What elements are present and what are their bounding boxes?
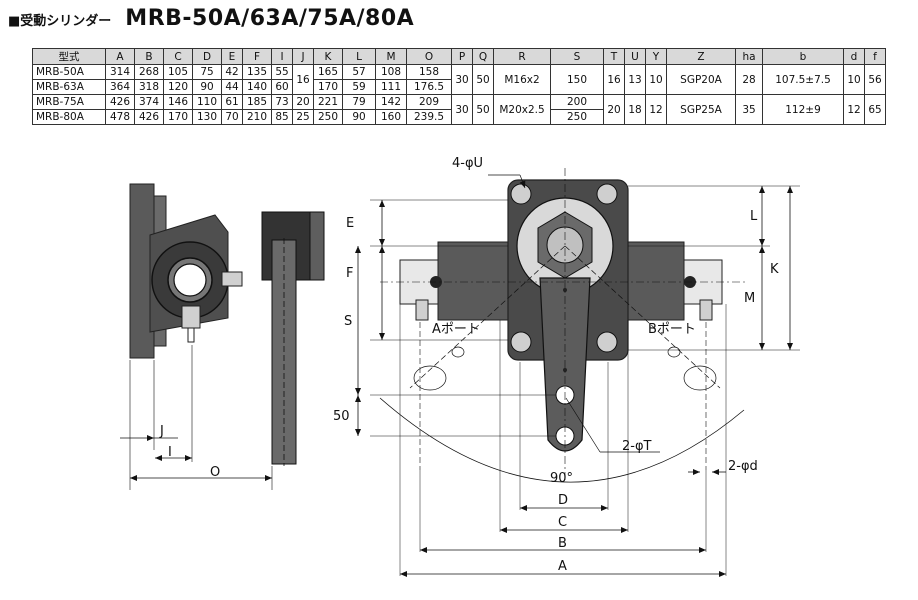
- label-dim-k: K: [770, 262, 779, 277]
- cell-y: 12: [645, 94, 667, 125]
- label-dim-e: E: [346, 216, 354, 231]
- front-view: [355, 168, 800, 577]
- label-dim-m: M: [744, 291, 755, 306]
- col-model: 型式: [32, 48, 106, 65]
- cell-c: 120: [163, 79, 193, 95]
- cell-p: 30: [451, 94, 473, 125]
- cell-o: 176.5: [406, 79, 452, 95]
- front-cylinder: [399, 241, 723, 321]
- table-row: MRB-80A 478 426 170 130 70 210 85 25 250…: [32, 109, 886, 125]
- label-dim-l: L: [750, 209, 758, 224]
- col-c: C: [163, 48, 193, 65]
- label-holes-d: 2-φd: [728, 459, 758, 474]
- side-dimensions: [120, 345, 273, 490]
- cell-f-lower: 56: [864, 64, 886, 95]
- label-dim-b: B: [558, 536, 567, 551]
- label-dim-50: 50: [333, 409, 350, 424]
- label-holes-t: 2-φT: [622, 439, 652, 454]
- cell-i: 60: [271, 79, 293, 95]
- col-d: D: [192, 48, 222, 65]
- cell-f: 210: [242, 109, 272, 125]
- cell-f: 185: [242, 94, 272, 110]
- title-row: ■受動シリンダー MRB-50A/63A/75A/80A: [8, 6, 414, 40]
- side-view: [120, 183, 325, 490]
- cell-s: 250: [550, 109, 604, 125]
- cell-i: 55: [271, 64, 293, 80]
- cell-ha: 35: [735, 94, 763, 125]
- cell-ha: 28: [735, 64, 763, 95]
- side-arm: [261, 211, 325, 466]
- side-bore: [151, 241, 229, 319]
- cell-e: 70: [221, 109, 243, 125]
- cell-d-lower: 12: [843, 94, 865, 125]
- spec-header-row: 型式 A B C D E F I J K L M O P Q R S T U Y…: [32, 48, 886, 65]
- cell-z: SGP20A: [666, 64, 736, 95]
- label-dim-o: O: [210, 465, 220, 480]
- col-j: J: [292, 48, 314, 65]
- label-dim-f: F: [346, 266, 353, 281]
- label-dim-s: S: [344, 314, 352, 329]
- label-dim-c: C: [558, 515, 567, 530]
- cell-b-lower: 107.5±7.5: [762, 64, 844, 95]
- cell-s: 150: [550, 64, 604, 95]
- label-dim-d: D: [558, 493, 568, 508]
- cell-m: 111: [375, 79, 407, 95]
- table-row: MRB-75A 426 374 146 110 61 185 73 20 221…: [32, 94, 886, 125]
- cell-b: 318: [134, 79, 164, 95]
- cell-m: 142: [375, 94, 407, 110]
- col-q: Q: [472, 48, 494, 65]
- title-model: MRB-50A/63A/75A/80A: [125, 6, 415, 31]
- cell-k: 170: [313, 79, 343, 95]
- col-i: I: [271, 48, 293, 65]
- front-ports: [415, 299, 713, 470]
- cell-b: 374: [134, 94, 164, 110]
- label-holes-u: 4-φU: [452, 156, 483, 171]
- cell-b-lower: 112±9: [762, 94, 844, 125]
- spec-table: 型式 A B C D E F I J K L M O P Q R S T U Y…: [32, 48, 886, 125]
- cell-k: 250: [313, 109, 343, 125]
- cell-r: M16x2: [493, 64, 551, 95]
- cell-model: MRB-80A: [32, 109, 106, 125]
- cell-b: 426: [134, 109, 164, 125]
- col-s: S: [550, 48, 604, 65]
- side-fittings: [181, 271, 243, 343]
- cell-m: 160: [375, 109, 407, 125]
- cell-i: 85: [271, 109, 293, 125]
- cell-o: 239.5: [406, 109, 452, 125]
- label-port-a: Aポート: [432, 322, 480, 337]
- title-prefix: ■受動シリンダー: [8, 14, 112, 29]
- col-d-lower: d: [843, 48, 865, 65]
- front-dimensions: [355, 174, 800, 577]
- label-dim-i: I: [168, 445, 172, 460]
- cell-z: SGP25A: [666, 94, 736, 125]
- cell-c: 146: [163, 94, 193, 110]
- label-port-b: Bポート: [648, 322, 696, 337]
- cell-c: 170: [163, 109, 193, 125]
- col-l: L: [342, 48, 376, 65]
- label-angle: 90°: [550, 471, 573, 486]
- col-p: P: [451, 48, 473, 65]
- cell-d: 90: [192, 79, 222, 95]
- front-centerlines: [380, 168, 748, 480]
- cell-a: 478: [105, 109, 135, 125]
- label-dim-a: A: [558, 559, 567, 574]
- cell-u: 18: [624, 94, 646, 125]
- col-f: F: [242, 48, 272, 65]
- col-f-lower: f: [864, 48, 886, 65]
- cell-f-lower: 65: [864, 94, 886, 125]
- cell-j: 25: [292, 109, 314, 125]
- label-dim-j: J: [159, 424, 164, 439]
- cell-p: 30: [451, 64, 473, 95]
- front-swing-outlines: [379, 245, 745, 483]
- cell-q: 50: [472, 94, 494, 125]
